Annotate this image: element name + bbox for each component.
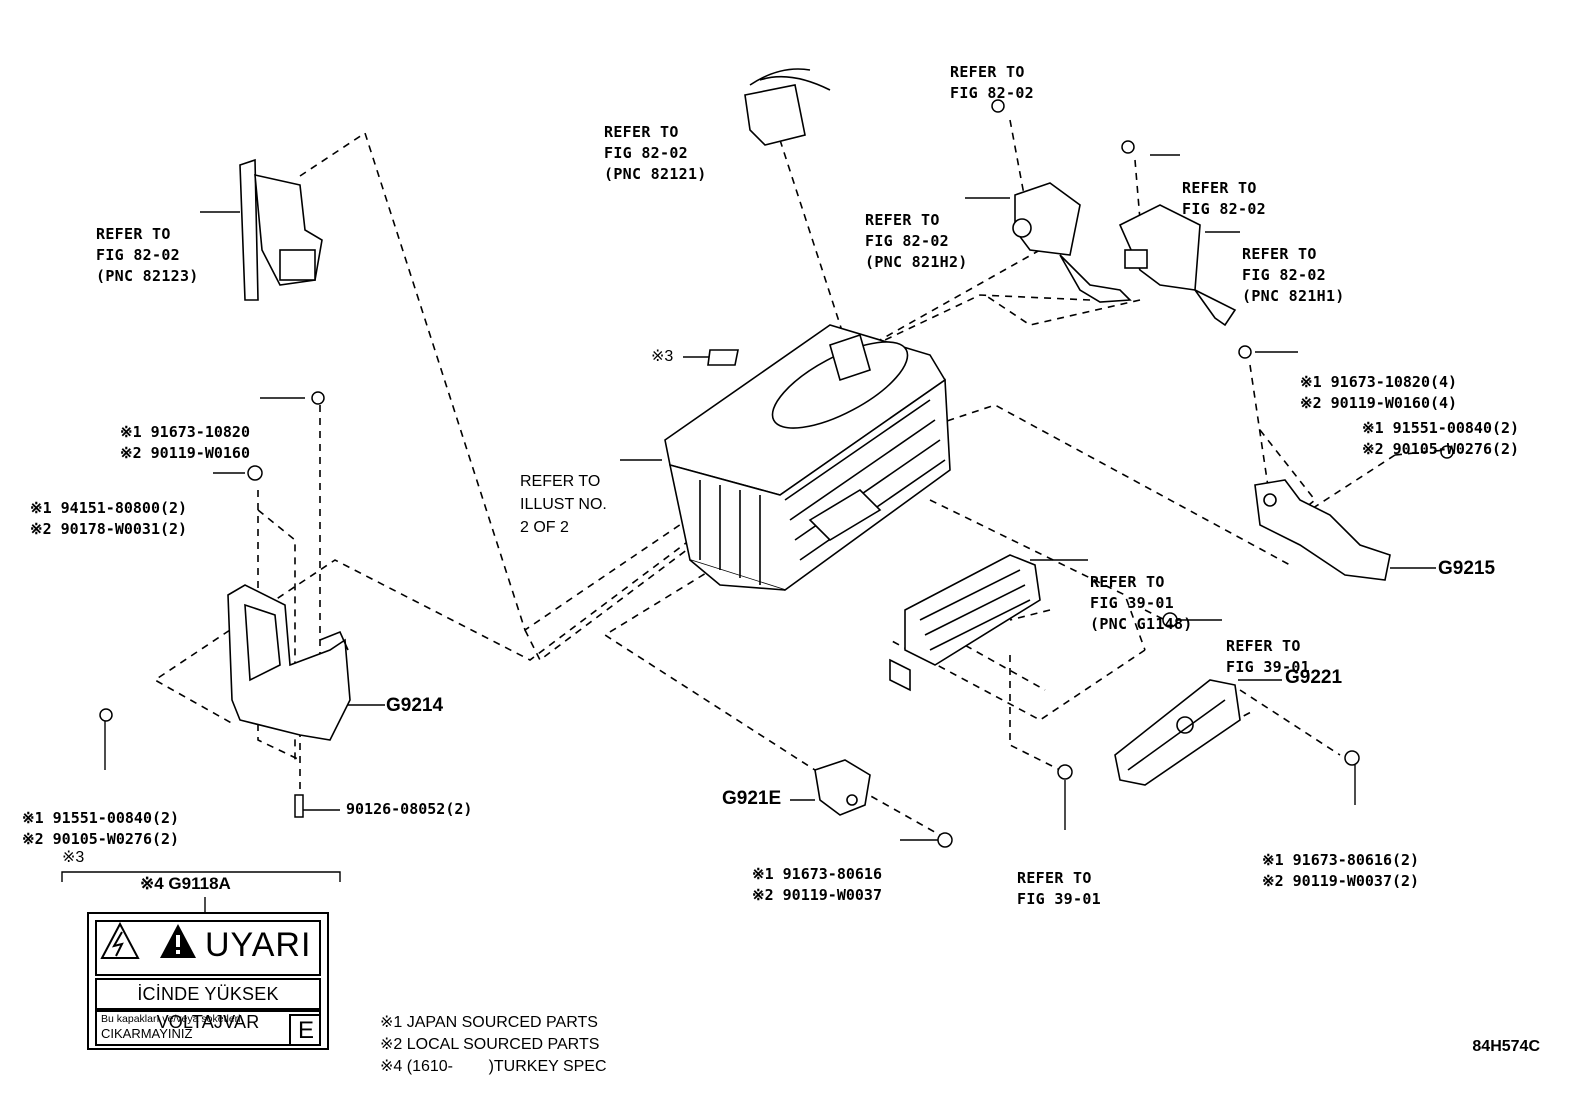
warning-label: UYARI İCİNDE YÜKSEK VOLTAJVAR Bu kapakla… <box>87 912 329 1050</box>
bolt-icon <box>1162 612 1178 628</box>
leader-lines <box>104 154 1436 912</box>
bolt-icon <box>991 99 1005 113</box>
part-90126-08052: 90126-08052(2) <box>346 800 473 818</box>
bolt-icon <box>311 391 325 405</box>
fasteners <box>99 99 1454 848</box>
board-g1148 <box>889 554 1041 692</box>
code-g9221: G9221 <box>1285 667 1343 688</box>
note3-bracket <box>61 871 341 882</box>
warning-title: UYARI <box>205 926 312 964</box>
cap-g921e <box>814 759 871 816</box>
part-91551-00840-right: ※1 91551-00840(2)※2 90105-W0276(2) <box>1362 419 1520 458</box>
warning-symbols <box>100 921 196 959</box>
note3-bracket-label: ※3 <box>62 849 85 866</box>
legend-notes: ※1 JAPAN SOURCED PARTS※2 LOCAL SOURCED P… <box>380 1014 607 1075</box>
bracket-g9214 <box>227 584 351 741</box>
illustration-code: 84H574C <box>1472 1038 1540 1055</box>
warning-line3: Bu kapakları ve/veya soketleri CIKARMAYI… <box>95 1010 321 1046</box>
bolt-icon <box>1057 764 1073 780</box>
part-94151-80800: ※1 94151-80800(2)※2 90178-W0031(2) <box>30 499 188 538</box>
sensor-821h1 <box>1118 204 1237 327</box>
bolt-icon <box>1440 445 1454 459</box>
bolt-icon <box>1121 140 1135 154</box>
note3-mark: ※3 <box>651 348 674 365</box>
warning-line3b: CIKARMAYINIZ <box>101 1026 193 1041</box>
nut-icon <box>247 465 263 481</box>
bolt-icon <box>99 708 113 722</box>
warning-code: E <box>289 1014 321 1046</box>
part-91673-80616-right: ※1 91673-80616(2)※2 90119-W0037(2) <box>1262 851 1420 890</box>
high-voltage-icon <box>100 921 140 959</box>
connector-82121 <box>744 68 831 146</box>
bolt-icon <box>1344 750 1360 766</box>
code-g921e: G921E <box>722 788 782 809</box>
bolt-icon <box>937 832 953 848</box>
bolt-icon <box>1238 345 1252 359</box>
code-g9214: G9214 <box>386 695 444 716</box>
sensor-821h2 <box>1012 182 1132 303</box>
cover-g9221 <box>1114 679 1241 786</box>
part-91673-10820-4: ※1 91673-10820(4)※2 90119-W0160(4) <box>1300 373 1458 412</box>
code-g9215: G9215 <box>1438 558 1496 579</box>
inverter-assembly <box>664 324 951 591</box>
part-91673-10820: ※1 91673-10820※2 90119-W0160 <box>120 423 250 462</box>
bracket-g9215 <box>1254 479 1391 581</box>
part-91551-00840-left: ※1 91551-00840(2)※2 90105-W0276(2) <box>22 809 180 848</box>
stud-icon <box>294 794 304 818</box>
code-g9118a: ※4 G9118A <box>140 874 231 893</box>
part-91673-80616-mid: ※1 91673-80616※2 90119-W0037 <box>752 865 882 904</box>
warning-line2: İCİNDE YÜKSEK VOLTAJVAR <box>95 978 321 1032</box>
bracket-82123 <box>239 158 323 301</box>
warning-header: UYARI <box>95 920 321 976</box>
warning-line3a: Bu kapakları ve/veya soketleri <box>101 1013 241 1025</box>
